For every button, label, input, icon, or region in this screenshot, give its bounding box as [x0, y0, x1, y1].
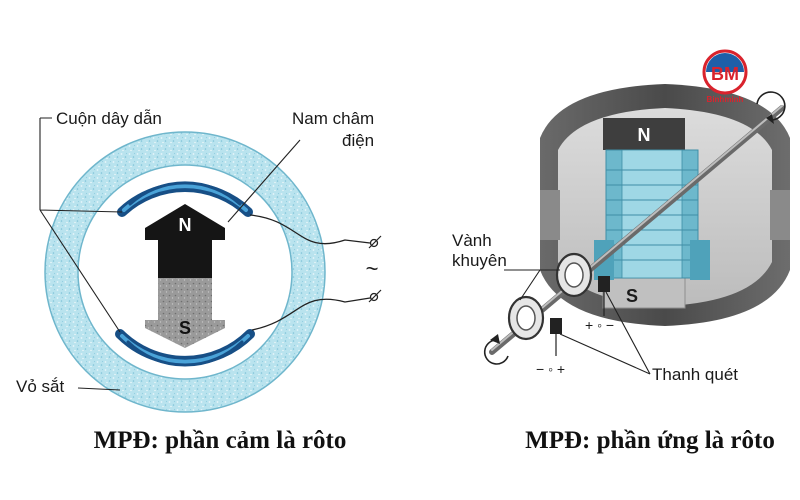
wire-top [249, 214, 371, 245]
armature-core [594, 149, 710, 280]
magnet-north-pole [145, 204, 225, 278]
housing-right-band [770, 190, 790, 240]
brush-front [550, 318, 562, 334]
ac-symbol: ~ [366, 256, 379, 281]
coil-top [117, 181, 253, 217]
coil-label: Cuộn dây dẫn [56, 109, 162, 128]
wire-bottom [251, 297, 371, 331]
iron-shell-leader [77, 387, 121, 391]
brushes-label: Thanh quét [652, 365, 738, 384]
terminal-minus-plus: − ◦ + [536, 361, 565, 377]
brand-logo: BM Binhminh [702, 49, 748, 104]
slip-ring-leader [504, 269, 560, 301]
coil-leader [39, 117, 123, 333]
slip-ring-label-line1: Vành [452, 231, 492, 250]
slip-ring-front [507, 295, 545, 341]
right-caption: MPĐ: phần ứng là rôto [525, 427, 775, 454]
south-pole-block [602, 277, 686, 309]
right-generator: N S [452, 84, 790, 384]
electromagnet-leader [227, 139, 301, 223]
electromagnet-rotor: N S [145, 204, 225, 348]
north-label: N [179, 215, 192, 235]
south-label-right: S [626, 286, 638, 306]
brush-rear [598, 276, 610, 292]
logo-initials: BM [711, 64, 739, 84]
brushes-leader [559, 291, 651, 375]
electromagnet-label-line2: điện [342, 131, 374, 150]
iron-shell-label: Vỏ sắt [16, 377, 64, 396]
north-label-right: N [638, 125, 651, 145]
slip-ring-rear [555, 252, 593, 298]
rotation-arrow-bottom-icon [483, 339, 509, 365]
terminal-plus-minus: + ◦ − [585, 317, 614, 333]
north-pole-block [603, 118, 685, 150]
magnet-south-pole [145, 278, 225, 348]
housing-left-band [540, 190, 560, 240]
rotation-arrow-top-icon [756, 91, 786, 121]
left-caption: MPĐ: phần cảm là rôto [93, 427, 347, 454]
slip-ring-label-line2: khuyên [452, 251, 507, 270]
electromagnet-label-line1: Nam châm [292, 109, 374, 128]
logo-name: Binhminh [707, 95, 744, 104]
coil-bottom [115, 329, 255, 367]
left-generator: N S ~ Cuộn dây dẫn Nam châm điện Vỏ sắt [16, 109, 382, 413]
south-label: S [179, 318, 191, 338]
